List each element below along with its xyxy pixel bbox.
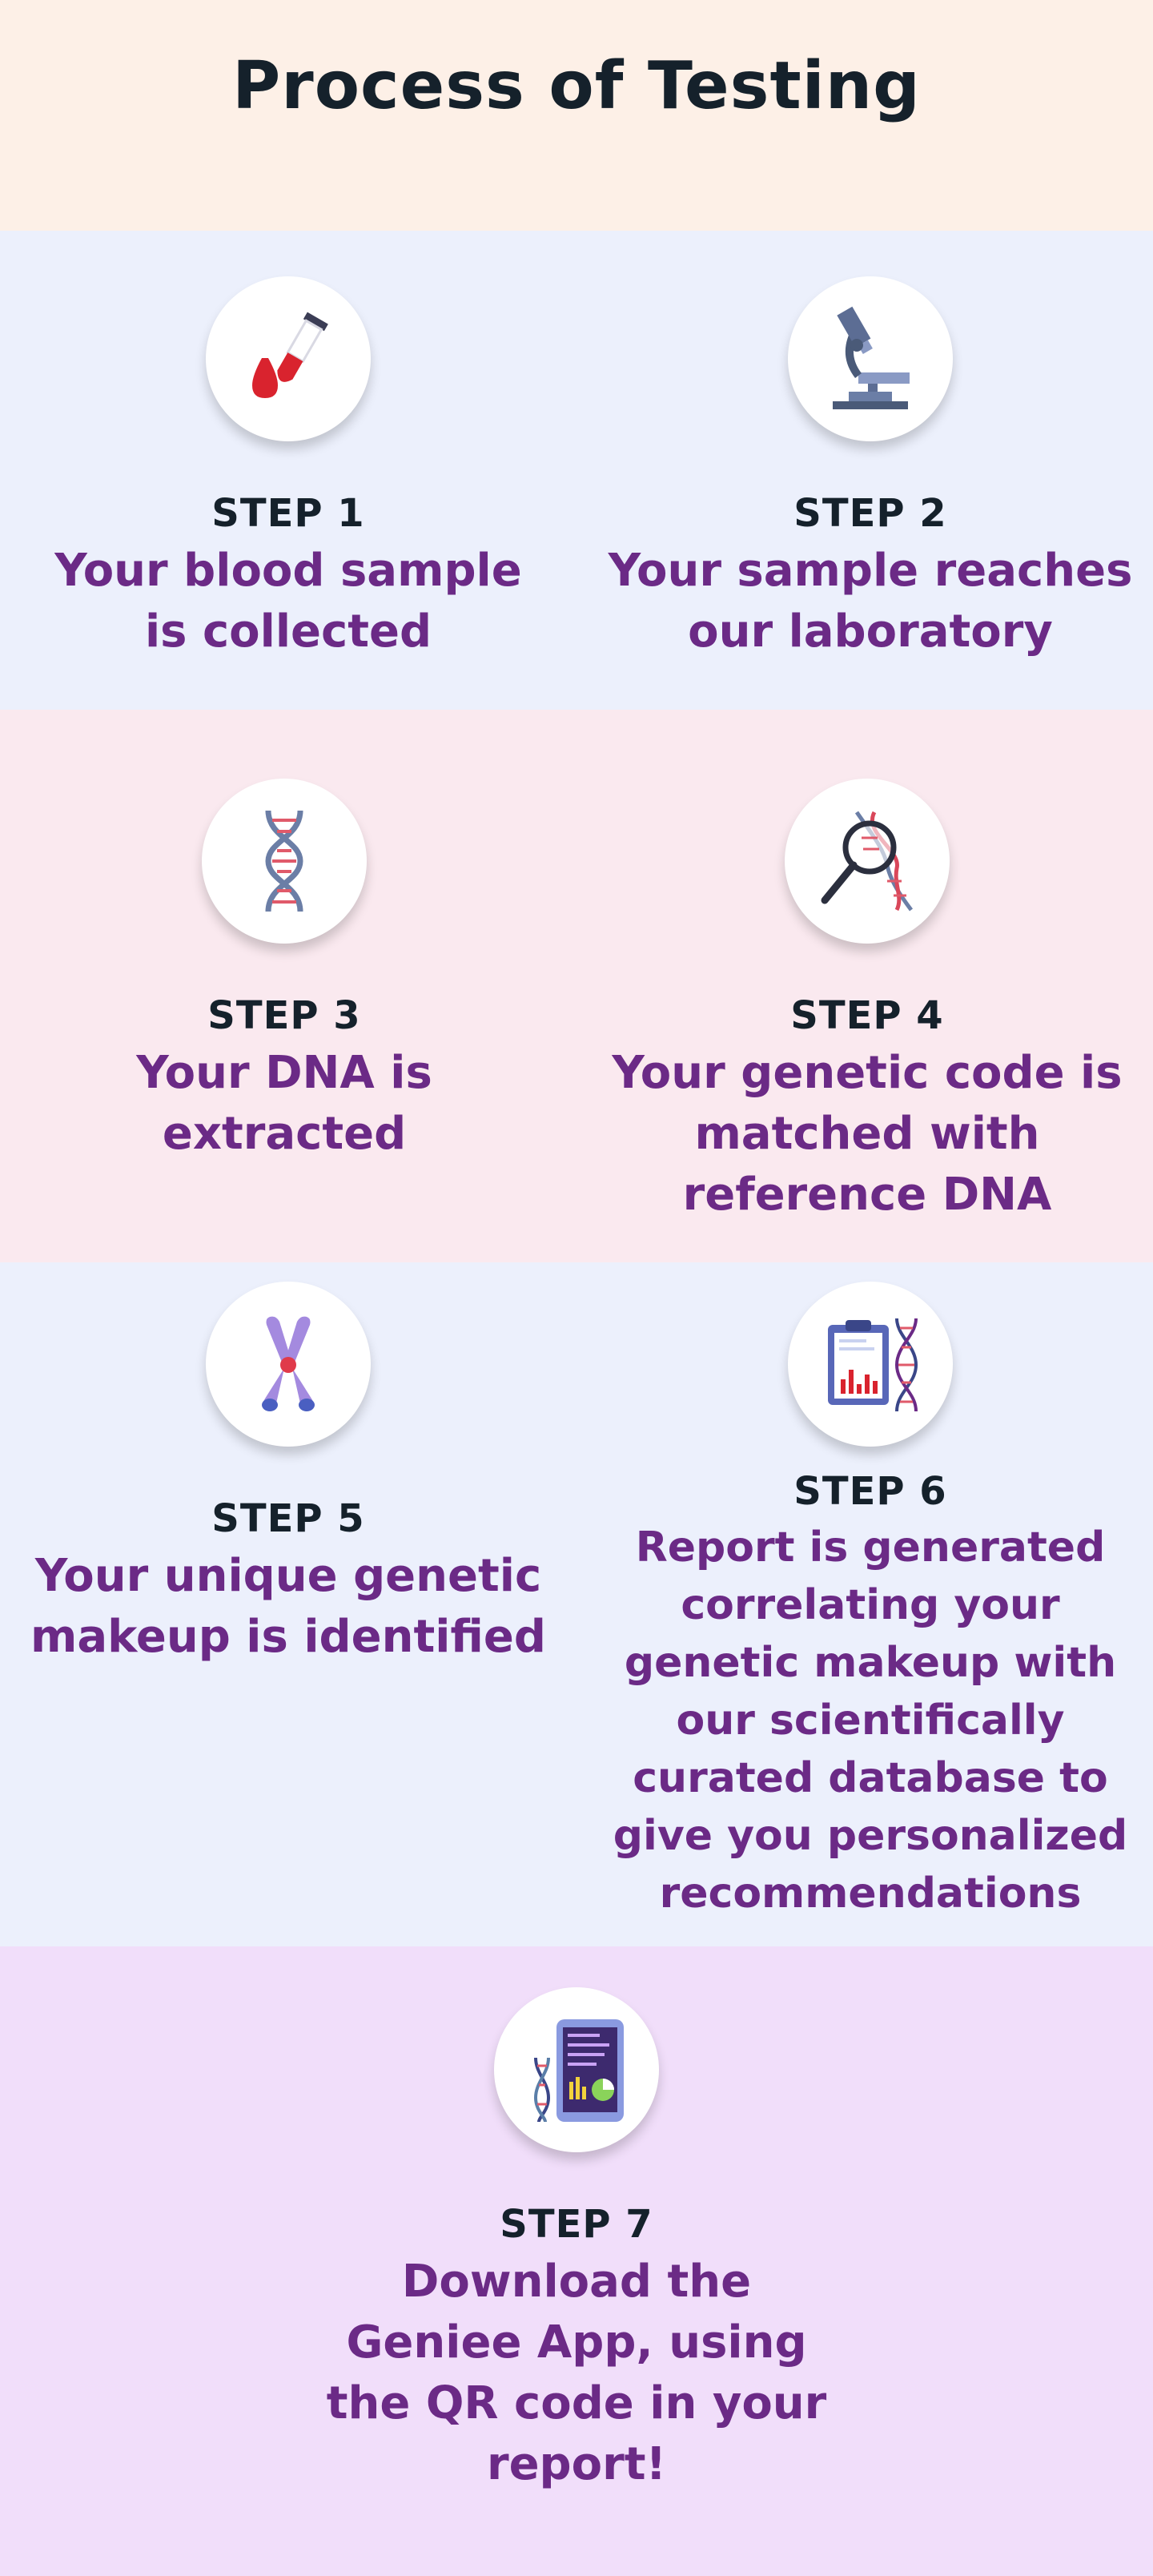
step-label: STEP 2: [793, 491, 947, 536]
page-title: Process of Testing: [232, 48, 921, 124]
step-label: STEP 3: [207, 993, 361, 1038]
steps-band-1-2: [0, 231, 1153, 710]
steps-band-5-6: [0, 1262, 1153, 1946]
step-label: STEP 7: [500, 2202, 653, 2247]
step-label: STEP 4: [790, 993, 944, 1038]
microscope-icon: [788, 276, 953, 441]
dna-icon: [202, 779, 367, 944]
mobile-app-icon: [494, 1987, 659, 2152]
step-label: STEP 1: [211, 491, 365, 536]
chromosome-icon: [206, 1282, 371, 1447]
magnifier-dna-icon: [785, 779, 950, 944]
step-label: STEP 5: [211, 1496, 365, 1541]
header-band: Process of Testing: [0, 0, 1153, 231]
steps-band-3-4: [0, 710, 1153, 1262]
step-label: STEP 6: [793, 1469, 947, 1514]
report-chart-icon: [788, 1282, 953, 1447]
blood-sample-icon: [206, 276, 371, 441]
